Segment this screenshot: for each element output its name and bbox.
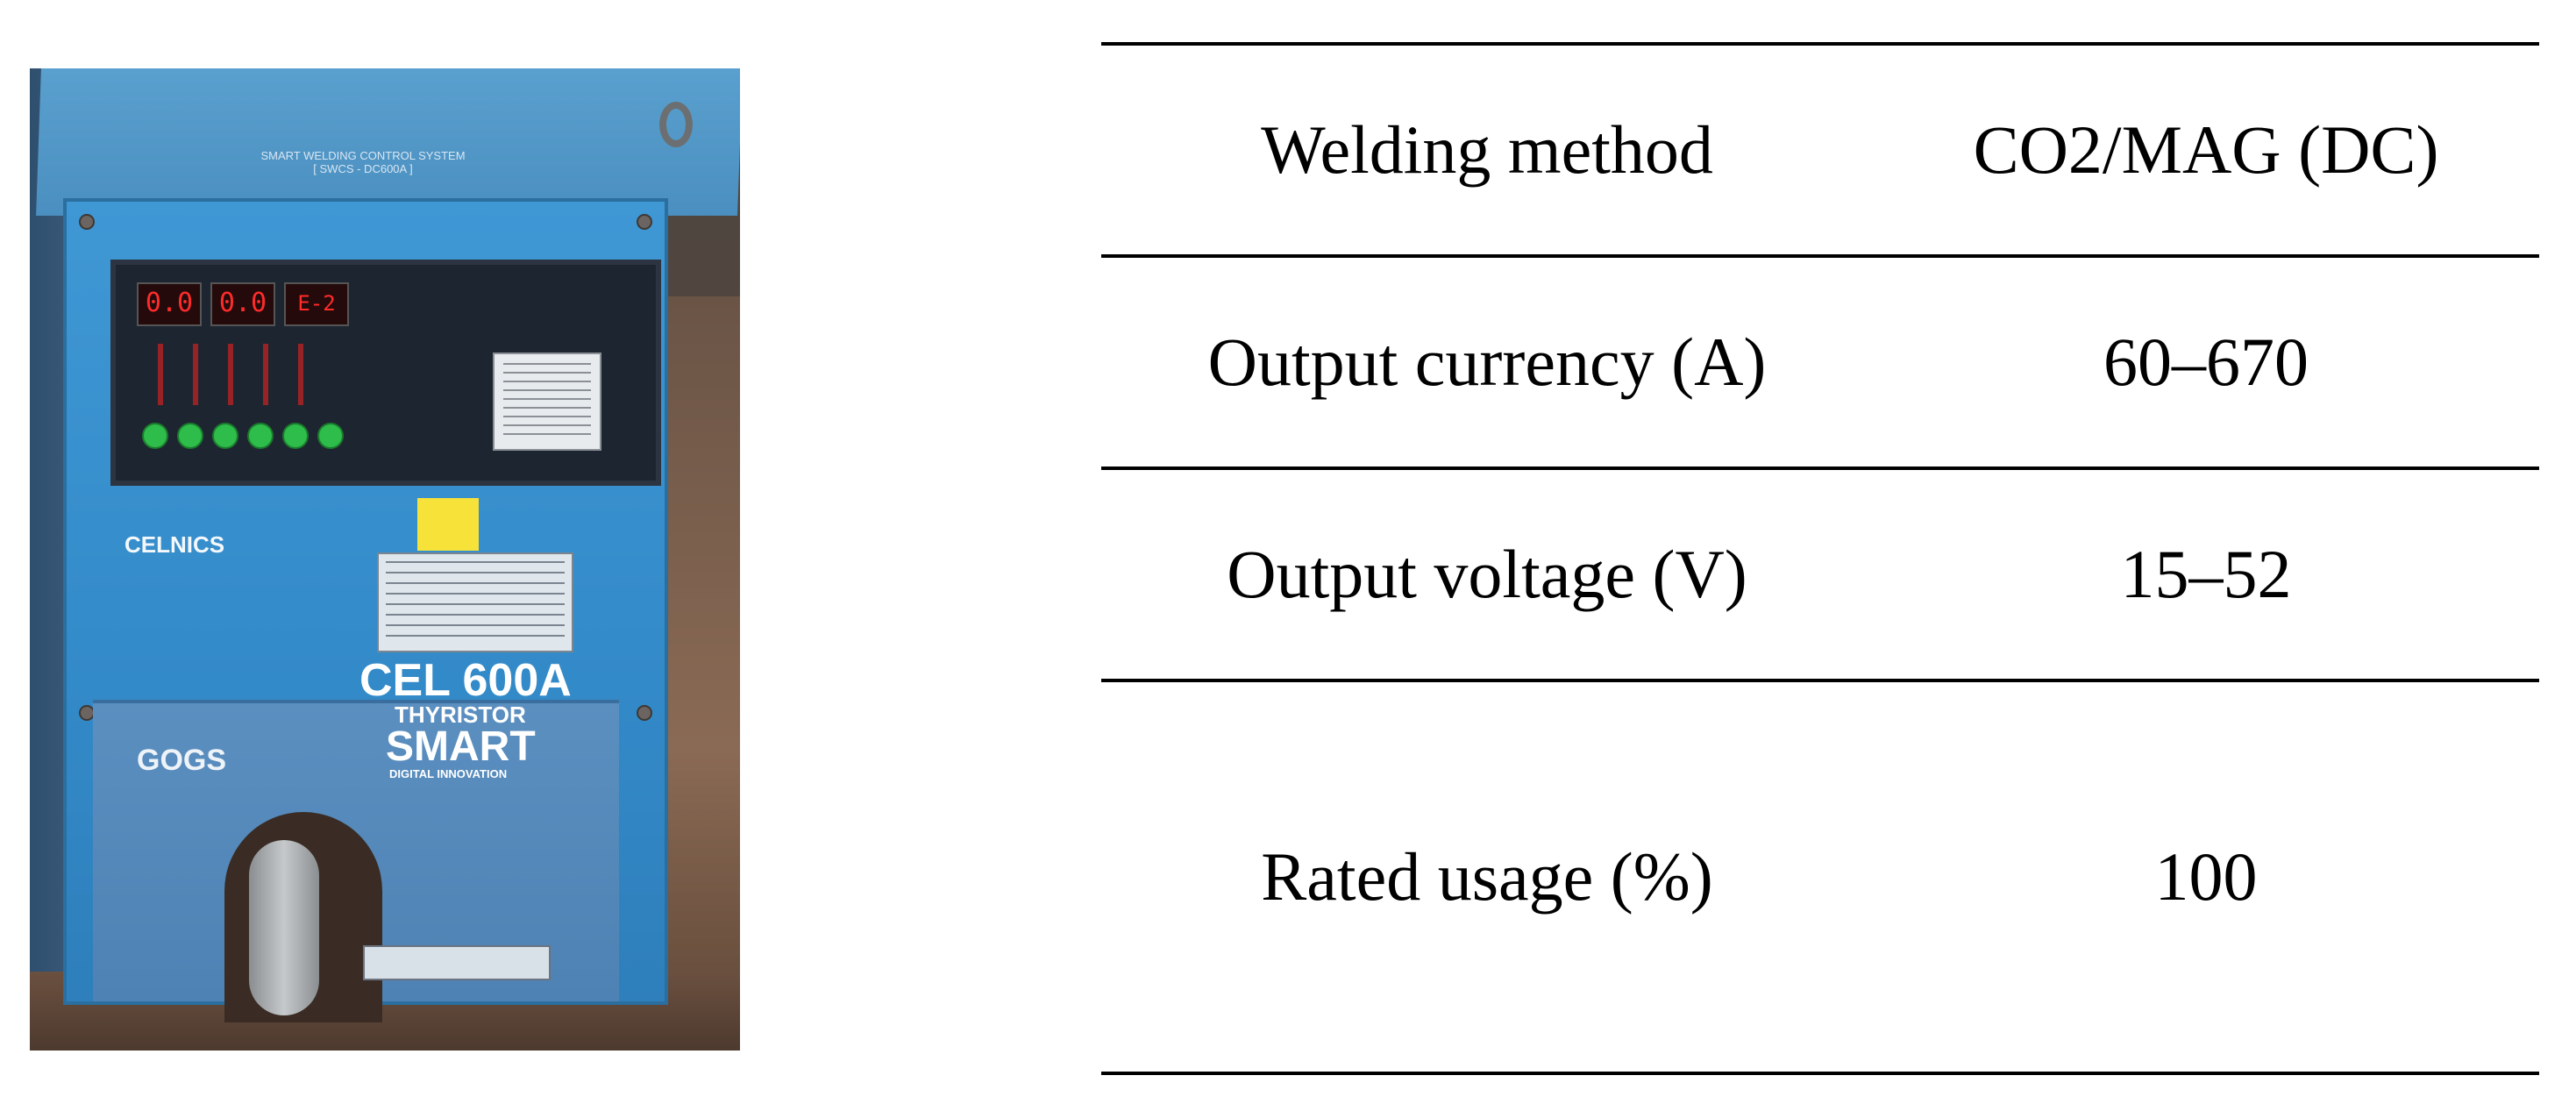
serial-plate [363, 945, 551, 980]
spec-label-card [377, 552, 573, 652]
spec-table: Welding method CO2/MAG (DC) Output curre… [1101, 42, 2539, 1075]
spec-label: Output voltage (V) [1227, 536, 1747, 612]
power-sticker [493, 353, 601, 451]
spec-label: Rated usage (%) [1261, 838, 1713, 915]
screw-icon [79, 214, 95, 230]
panel-button-icon [247, 423, 274, 449]
led-indicator-grid [142, 344, 317, 405]
yellow-note [417, 498, 479, 551]
spec-label: Output currency (A) [1207, 324, 1767, 400]
panel-button-icon [142, 423, 168, 449]
model-name: CEL 600A THYRISTOR SMART DIGITAL INNOVAT… [359, 655, 572, 780]
screw-icon [637, 214, 652, 230]
panel-button-icon [212, 423, 238, 449]
spec-value: 100 [2154, 838, 2258, 915]
table-row: Output voltage (V) 15–52 [1101, 468, 2539, 680]
table-row: Output currency (A) 60–670 [1101, 256, 2539, 468]
photo-background-right [661, 296, 740, 1051]
error-display: E-2 [284, 282, 349, 326]
table-row: Rated usage (%) 100 [1101, 680, 2539, 1073]
screw-icon [637, 705, 652, 721]
table-row: Welding method CO2/MAG (DC) [1101, 44, 2539, 256]
control-panel: 0.0 0.0 E-2 [110, 260, 661, 486]
spec-label: Welding method [1261, 111, 1713, 188]
panel-button-icon [317, 423, 344, 449]
welding-machine-photo: SMART WELDING CONTROL SYSTEM [ SWCS - DC… [30, 68, 740, 1051]
brand-logo: CELNICS [125, 531, 225, 558]
panel-button-icon [282, 423, 309, 449]
voltage-display: 0.0 [210, 282, 275, 326]
welding-cable [249, 840, 319, 1015]
panel-title: SMART WELDING CONTROL SYSTEM [ SWCS - DC… [260, 149, 466, 175]
gogs-logo: GOGS [137, 744, 227, 777]
spec-value: 60–670 [2103, 324, 2309, 400]
panel-button-icon [177, 423, 203, 449]
lifting-eye-icon [659, 102, 693, 147]
current-display: 0.0 [137, 282, 202, 326]
spec-value: CO2/MAG (DC) [1973, 111, 2439, 188]
machine-lid [36, 68, 740, 216]
spec-value: 15–52 [2120, 536, 2292, 612]
